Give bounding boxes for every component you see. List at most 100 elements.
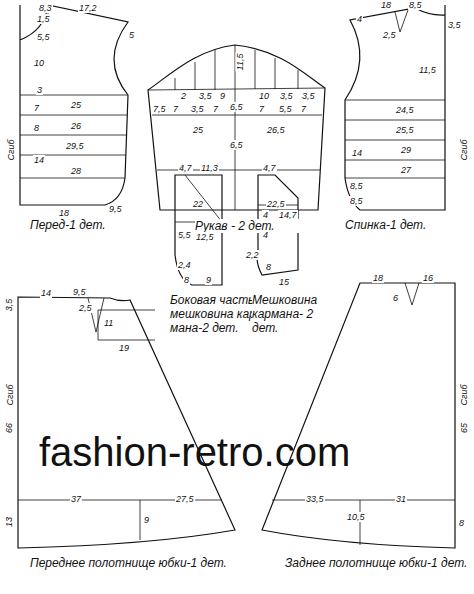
dimension-label: 29,5 (65, 141, 85, 151)
dimension-label: 25 (70, 100, 82, 110)
dimension-label: 9 (205, 275, 212, 285)
dimension-label: 5 (128, 30, 135, 40)
dimension-label: Сгиб (5, 138, 15, 161)
dimension-label: 9,5 (108, 204, 123, 214)
dimension-label: 31 (395, 494, 407, 504)
dimension-label: 2,5 (78, 303, 93, 313)
dimension-label: 9 (143, 515, 150, 525)
dimension-label: 26 (70, 121, 82, 131)
dimension-label: 7 (300, 104, 307, 114)
dimension-label: 2,2 (245, 250, 260, 260)
dimension-label: 29 (400, 145, 412, 155)
dimension-label: 11,5 (418, 65, 437, 75)
dimension-label: 7,5 (152, 104, 167, 114)
dimension-label: 4 (356, 14, 363, 24)
dimension-label: 18 (58, 208, 70, 218)
dimension-label: 11,5 (235, 53, 245, 72)
dimension-label: 9 (219, 91, 226, 101)
dimension-label: 7 (258, 104, 265, 114)
dimension-label: 14 (40, 288, 52, 298)
pattern-piece-caption: Заднее полотнище юбки-1 дет. (285, 556, 470, 570)
dimension-label: 3 (36, 85, 43, 95)
dimension-label: 33,5 (305, 494, 325, 504)
piece-caption: Переднее полотнище юбки-1 дет. (30, 556, 230, 570)
dimension-label: 14,7 (278, 210, 298, 220)
dimension-label: 11,3 (200, 163, 219, 173)
dimension-label: 27 (400, 165, 412, 175)
dimension-label: 8,5 (349, 196, 364, 206)
pattern-piece-caption: Спинка-1 дет. (345, 218, 455, 232)
dimension-label: 6,5 (229, 140, 244, 150)
piece-caption: Заднее полотнище юбки-1 дет. (285, 556, 470, 570)
dimension-label: 14 (351, 148, 363, 158)
dimension-label: 17,2 (78, 3, 98, 13)
dimension-label: 3,5 (447, 20, 462, 30)
dimension-label: 4,7 (262, 163, 277, 173)
dimension-label: 5,5 (278, 104, 293, 114)
dimension-label: 7 (33, 103, 40, 113)
dimension-label: 7 (212, 104, 219, 114)
dimension-label: 8 (183, 275, 190, 285)
dimension-label: 3,5 (198, 91, 213, 101)
dimension-label: 8,3 (38, 3, 53, 13)
dimension-label: 18 (380, 0, 392, 10)
dimension-label: 6,5 (229, 102, 244, 112)
dimension-label: 4,7 (178, 163, 193, 173)
dimension-label: 10,5 (346, 512, 366, 522)
dimension-label: 13 (4, 516, 14, 528)
dimension-label: 26,5 (266, 125, 286, 135)
dimension-label: 3,5 (190, 104, 205, 114)
dimension-label: 28 (70, 166, 82, 176)
dimension-label: 11 (103, 318, 114, 328)
dimension-label: 3,5 (279, 91, 294, 101)
dimension-label: Сгиб (459, 383, 469, 406)
dimension-label: 37 (70, 494, 82, 504)
piece-caption: Боковая часть- мешковина кар- мана-2 дет… (170, 293, 265, 335)
pattern-piece-caption: Перед-1 дет. (30, 218, 140, 232)
dimension-label: 3,5 (301, 91, 316, 101)
piece-caption: Спинка-1 дет. (345, 218, 455, 232)
dimension-label: 2 (180, 91, 187, 101)
dimension-label: 5,5 (36, 32, 51, 42)
pattern-piece-caption: Переднее полотнище юбки-1 дет. (30, 556, 230, 570)
dimension-label: 7 (172, 104, 179, 114)
dimension-label: 15 (278, 277, 290, 287)
dimension-label: 65 (459, 422, 469, 434)
pattern-piece-caption: Мешковина кармана- 2 дет. (252, 293, 337, 335)
dimension-label: 27,5 (175, 494, 195, 504)
piece-caption: Мешковина кармана- 2 дет. (252, 293, 337, 335)
dimension-label: 2,4 (177, 260, 192, 270)
dimension-label: Сгиб (4, 383, 14, 406)
dimension-label: 25,5 (395, 125, 415, 135)
dimension-label: 5,5 (177, 230, 192, 240)
piece-caption: Рукав - 2 дет. (195, 219, 315, 233)
dimension-label: 66 (4, 422, 14, 434)
dimension-label: 3,5 (4, 298, 14, 313)
dimension-label: 6 (392, 293, 399, 303)
dimension-label: 9,5 (72, 287, 87, 297)
dimension-label: Сгиб (459, 138, 469, 161)
dimension-label: 10 (33, 58, 45, 68)
pattern-piece-caption: Боковая часть- мешковина кар- мана-2 дет… (170, 293, 265, 335)
dimension-label: 22 (192, 199, 204, 209)
dimension-label: 2,5 (382, 30, 397, 40)
dimension-label: 18 (372, 273, 384, 283)
watermark: fashion-retro.com (38, 430, 351, 474)
dimension-label: 4 (262, 230, 269, 240)
dimension-label: 25 (192, 125, 204, 135)
dimension-label: 10 (258, 91, 270, 101)
pattern-piece-caption: Рукав - 2 дет. (195, 219, 315, 233)
dimension-label: 8,5 (349, 181, 364, 191)
dimension-label: 24,5 (395, 105, 415, 115)
dimension-label: 14 (33, 155, 45, 165)
dimension-label: 8 (458, 518, 465, 528)
dimension-label: 19 (118, 343, 130, 353)
dimension-label: 4 (262, 210, 269, 220)
dimension-label: 1,5 (36, 14, 51, 24)
dimension-label: 8 (265, 262, 272, 272)
dimension-label: 8 (33, 123, 40, 133)
dimension-label: 16 (422, 273, 434, 283)
dimension-label: 8,5 (408, 0, 423, 10)
dimension-label: 12,5 (195, 232, 215, 242)
